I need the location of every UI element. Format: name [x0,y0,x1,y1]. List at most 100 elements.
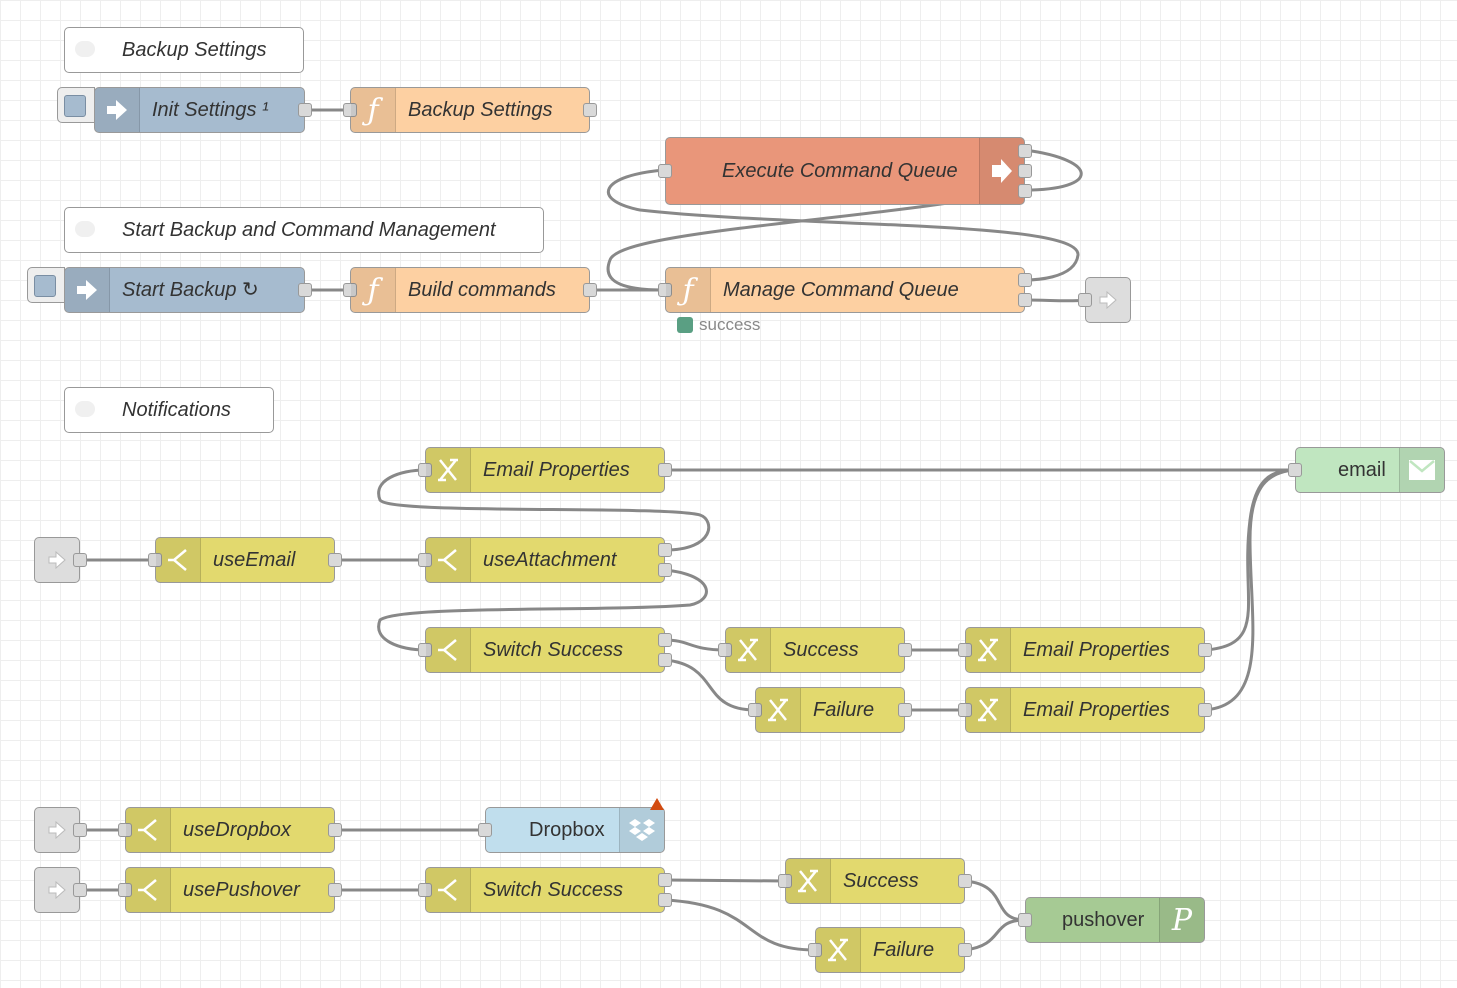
input-port[interactable] [958,643,972,657]
input-port[interactable] [778,874,792,888]
wire [1203,468,1297,712]
node-failure-pushover[interactable]: Failure [808,927,972,973]
input-port[interactable] [1288,463,1302,477]
node-use-dropbox[interactable]: useDropbox [118,807,342,853]
output-port[interactable] [1198,643,1212,657]
node-label: usePushover [183,879,300,901]
node-use-attachment[interactable]: useAttachment [418,537,672,583]
output-port[interactable] [328,823,342,837]
link-in-node[interactable] [34,807,87,853]
input-port[interactable] [748,703,762,717]
node-success-email[interactable]: Success [718,627,912,673]
output-port-1[interactable] [1018,144,1032,158]
node-use-email[interactable]: useEmail [148,537,342,583]
input-port[interactable] [658,283,672,297]
node-backup-settings-function[interactable]: ƒ Backup Settings [343,87,597,133]
link-out-node[interactable] [1078,277,1131,323]
output-port-2[interactable] [1018,293,1032,307]
output-port[interactable] [583,103,597,117]
output-port[interactable] [583,283,597,297]
inject-trigger-button[interactable] [57,87,95,123]
input-port[interactable] [958,703,972,717]
inject-trigger-button[interactable] [27,267,65,303]
output-port-2[interactable] [1018,164,1032,178]
node-email-properties-top[interactable]: Email Properties [418,447,672,493]
output-port[interactable] [73,883,87,897]
node-switch-success-pushover[interactable]: Switch Success [418,867,672,913]
output-port[interactable] [73,823,87,837]
output-port[interactable] [1198,703,1212,717]
node-build-commands[interactable]: ƒ Build commands [343,267,597,313]
comment-backup-settings[interactable]: Backup Settings [64,27,304,73]
input-port[interactable] [343,103,357,117]
output-port[interactable] [328,553,342,567]
output-port-3[interactable] [1018,184,1032,198]
node-manage-command-queue[interactable]: ƒ Manage Command Queue [658,267,1032,313]
warning-icon [650,798,664,810]
output-port[interactable] [898,643,912,657]
node-label: Execute Command Queue [722,160,958,182]
arrow-in-icon [95,88,140,132]
link-in-node[interactable] [34,867,87,913]
node-switch-success-email[interactable]: Switch Success [418,627,672,673]
wire [963,918,1027,952]
node-success-pushover[interactable]: Success [778,858,972,904]
switch-icon [126,868,171,912]
output-port-1[interactable] [658,633,672,647]
input-port[interactable] [418,553,432,567]
node-label: email [1338,459,1386,481]
input-port[interactable] [1078,293,1092,307]
output-port[interactable] [73,553,87,567]
node-email-properties-failure[interactable]: Email Properties [958,687,1212,733]
input-port[interactable] [718,643,732,657]
node-email-out[interactable]: email [1288,447,1445,493]
input-port[interactable] [658,164,672,178]
input-port[interactable] [418,463,432,477]
node-label: Failure [873,939,935,961]
output-port-1[interactable] [1018,273,1032,287]
output-port[interactable] [298,283,312,297]
switch-icon [426,538,471,582]
input-port[interactable] [478,823,492,837]
comment-notifications[interactable]: Notifications [64,387,274,433]
node-execute-command-queue[interactable]: Execute Command Queue [658,137,1032,205]
link-in-node[interactable] [34,537,87,583]
output-port[interactable] [958,874,972,888]
comment-start-backup-management[interactable]: Start Backup and Command Management [64,207,544,253]
node-use-pushover[interactable]: usePushover [118,867,342,913]
output-port[interactable] [328,883,342,897]
arrow-in-icon [65,268,110,312]
input-port[interactable] [343,283,357,297]
node-label: Success [783,639,859,661]
output-port-2[interactable] [658,893,672,907]
input-port[interactable] [148,553,162,567]
output-port[interactable] [898,703,912,717]
function-icon: ƒ [666,268,711,312]
exec-icon [979,138,1024,204]
node-pushover[interactable]: pushover P [1018,897,1205,943]
input-port[interactable] [1018,913,1032,927]
output-port-1[interactable] [658,543,672,557]
node-failure-email[interactable]: Failure [748,687,912,733]
node-label: useDropbox [183,819,291,841]
input-port[interactable] [808,943,822,957]
output-port[interactable] [958,943,972,957]
output-port[interactable] [658,463,672,477]
output-port-2[interactable] [658,563,672,577]
change-icon [816,928,861,972]
input-port[interactable] [118,823,132,837]
output-port-1[interactable] [658,873,672,887]
output-port[interactable] [298,103,312,117]
input-port[interactable] [418,643,432,657]
node-email-properties-success[interactable]: Email Properties [958,627,1212,673]
comment-icon [75,401,95,417]
wire [663,638,727,652]
node-start-backup[interactable]: Start Backup ↻ [64,267,312,313]
node-dropbox[interactable]: Dropbox [478,807,665,853]
input-port[interactable] [418,883,432,897]
function-icon: ƒ [351,268,396,312]
node-init-settings[interactable]: Init Settings ¹ [94,87,312,133]
input-port[interactable] [118,883,132,897]
link-in-icon [35,808,79,852]
output-port-2[interactable] [658,653,672,667]
